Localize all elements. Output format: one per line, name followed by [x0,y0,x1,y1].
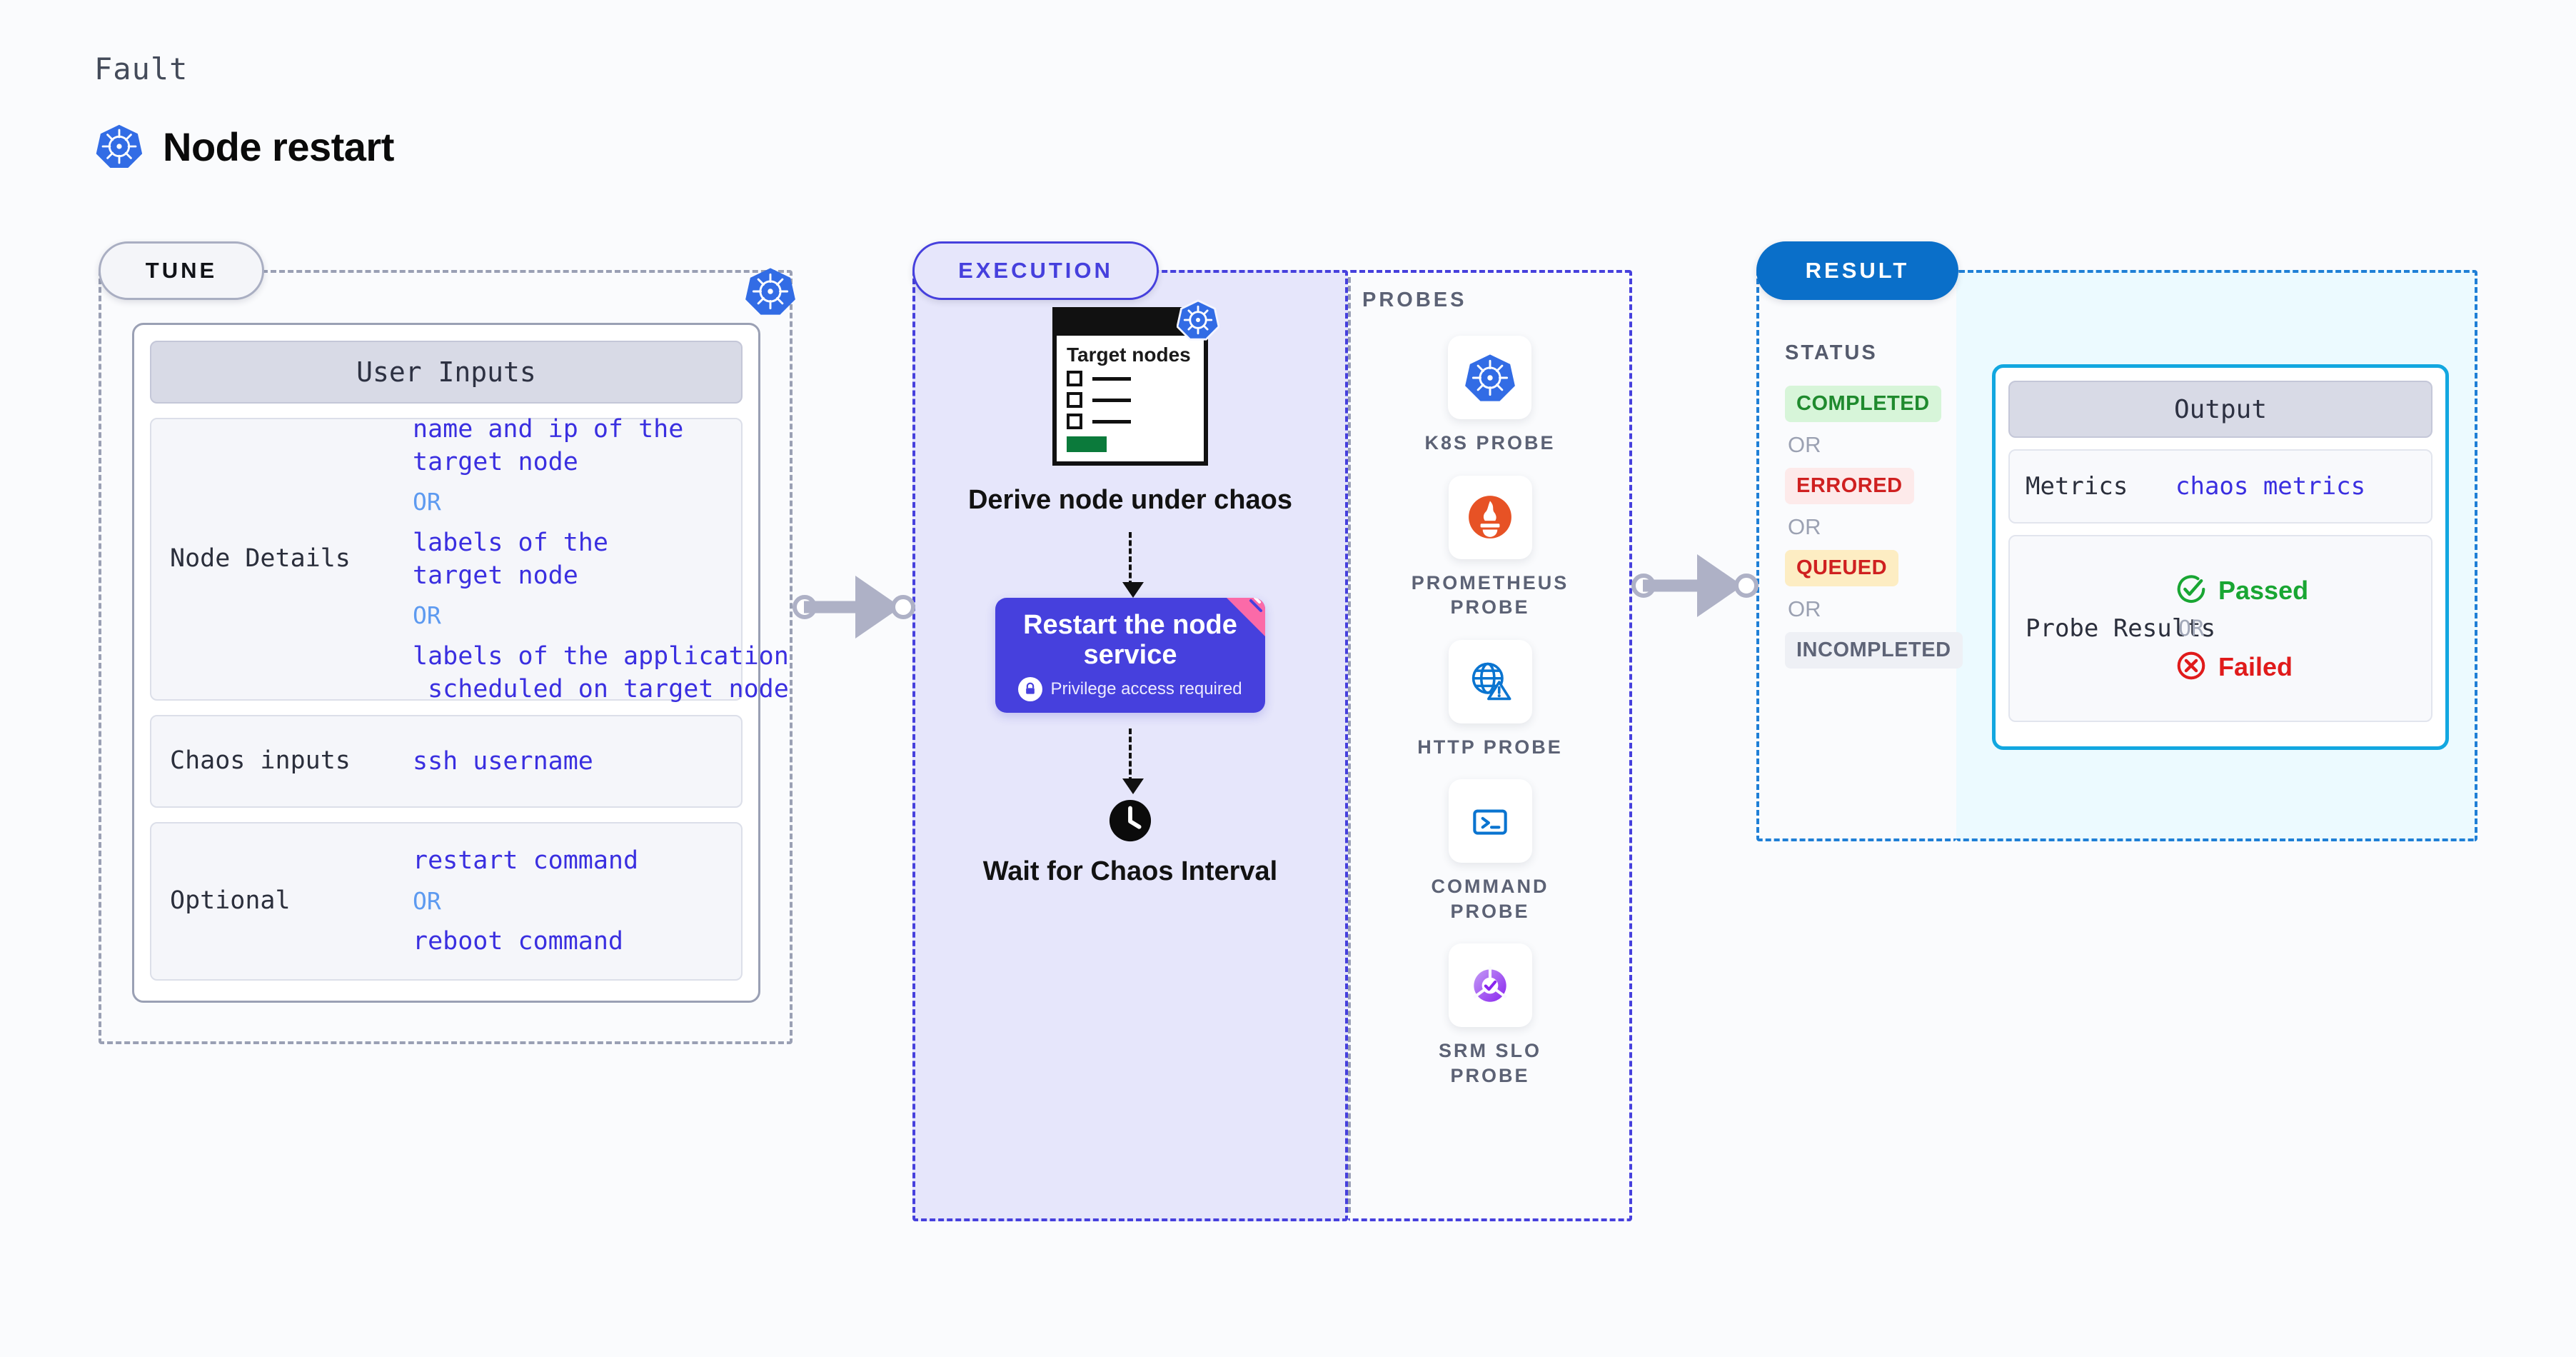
probes-title: PROBES [1362,289,1467,311]
page-title: Node restart [94,121,394,171]
output-row-value: chaos metrics [2175,472,2366,501]
tune-row-key: Node Details [170,544,351,574]
placeholder-line [1092,419,1131,424]
restart-step-title: Restart the node service [1023,609,1237,670]
tune-row-key: Chaos inputs [170,746,351,776]
probe-label: SRM SLO PROBE [1438,1040,1541,1086]
placeholder-line [1092,398,1131,402]
probe-item-k8s[interactable]: K8S PROBE [1424,336,1555,456]
status-or: OR [1788,514,1821,539]
probe-result-passed: Passed [2175,574,2308,608]
tune-row-value: name and ip of the target node [413,414,684,476]
flow-arrow-down [1122,728,1144,795]
tune-row-or: OR [413,601,441,630]
privilege-note: Privilege access required [1050,679,1242,699]
restart-node-service-step[interactable]: Restart the node service Privilege acces… [995,597,1265,713]
output-card: Output Metrics chaos metrics Probe Resul… [1992,364,2449,750]
http-globe-warning-icon [1448,639,1532,723]
tune-row-value: labels of the target node [413,528,608,590]
probe-result-failed: Failed [2175,650,2308,684]
probes-divider [1348,277,1351,1213]
fault-title-text: Node restart [163,124,394,169]
connector-tune-to-execution [793,571,915,643]
probe-item-http[interactable]: HTTP PROBE [1417,639,1563,760]
probe-result-or: OR [2178,616,2205,641]
probes-list: K8S PROBE PROMETHEUS PROBE [1348,336,1632,1088]
derive-node-caption: Derive node under chaos [967,485,1292,515]
target-checkbox-row [1067,371,1194,387]
tune-row-value: restart command [413,846,639,876]
check-circle-icon [2175,574,2207,608]
x-circle-icon [2175,650,2207,684]
target-nodes-card: Target nodes [1052,299,1220,466]
status-badge: ERRORED [1785,468,1914,504]
wait-chaos-interval-caption: Wait for Chaos Interval [982,856,1278,887]
target-checkbox-row [1067,414,1194,430]
status-title: STATUS [1785,341,1878,364]
fold-corner-decoration [1224,597,1265,639]
clock-icon [1108,798,1152,846]
probe-label: PROMETHEUS PROBE [1411,571,1569,619]
green-bar-indicator [1067,436,1107,453]
target-checkbox-row [1067,392,1194,409]
tune-row-key: Optional [170,886,291,916]
status-list: COMPLETED OR ERRORED OR QUEUED OR INCOMP… [1785,386,1963,669]
tune-row-or: OR [413,488,441,516]
srm-slo-icon [1448,943,1532,1028]
tune-row-chaos-inputs: Chaos inputs ssh username [150,715,743,808]
passed-label: Passed [2218,575,2309,605]
checkbox-icon [1067,392,1082,409]
probe-label: K8S PROBE [1424,432,1556,454]
probe-item-prometheus[interactable]: PROMETHEUS PROBE [1408,475,1572,620]
terminal-icon [1448,779,1532,863]
probe-item-srm-slo[interactable]: SRM SLO PROBE [1408,943,1572,1088]
target-nodes-title: Target nodes [1067,344,1191,366]
prometheus-icon [1448,475,1532,559]
connector-execution-to-result [1631,550,1759,621]
tune-row-node-details: Node Details name and ip of the target n… [150,415,789,703]
status-or: OR [1788,432,1821,457]
flow-arrow-down [1122,531,1144,598]
status-badge: QUEUED [1785,550,1899,586]
user-inputs-header: User Inputs [150,341,743,404]
execution-flow: Target nodes [912,299,1348,888]
status-or: OR [1788,596,1821,621]
checkbox-icon [1067,371,1082,387]
output-row-key: Metrics [2026,471,2128,501]
tune-row-value: reboot command [413,927,624,956]
tune-row-optional: Optional restart command OR reboot comma… [150,822,743,981]
kubernetes-icon [1176,299,1220,341]
output-row-key: Probe Results [2026,614,2216,643]
status-badge: COMPLETED [1785,386,1941,422]
tune-row-or: OR [413,886,441,915]
output-row-probe-results: Probe Results Passed OR [2008,535,2432,722]
failed-label: Failed [2218,651,2293,681]
probe-item-command[interactable]: COMMAND PROBE [1408,779,1572,923]
probes-container [1348,270,1632,1221]
lock-icon [1018,677,1043,702]
kubernetes-icon [745,266,796,317]
status-badge: INCOMPLETED [1785,632,1963,669]
checkbox-icon [1067,414,1082,430]
output-header: Output [2008,381,2432,438]
probe-label: HTTP PROBE [1417,736,1563,758]
kubernetes-icon [1448,336,1532,419]
probe-label: COMMAND PROBE [1431,876,1549,922]
stage-badge-tune[interactable]: TUNE [99,241,264,300]
fault-kind-label: Fault [94,51,188,86]
kubernetes-icon [94,121,144,171]
tune-row-value: ssh username [413,746,593,776]
tune-row-value: labels of the application scheduled on t… [413,641,789,704]
output-row-metrics: Metrics chaos metrics [2008,449,2432,524]
user-inputs-card: User Inputs Node Details name and ip of … [132,323,789,1003]
placeholder-line [1092,376,1131,381]
stage-badge-execution[interactable]: EXECUTION [912,241,1159,300]
stage-badge-result[interactable]: RESULT [1756,241,1958,300]
